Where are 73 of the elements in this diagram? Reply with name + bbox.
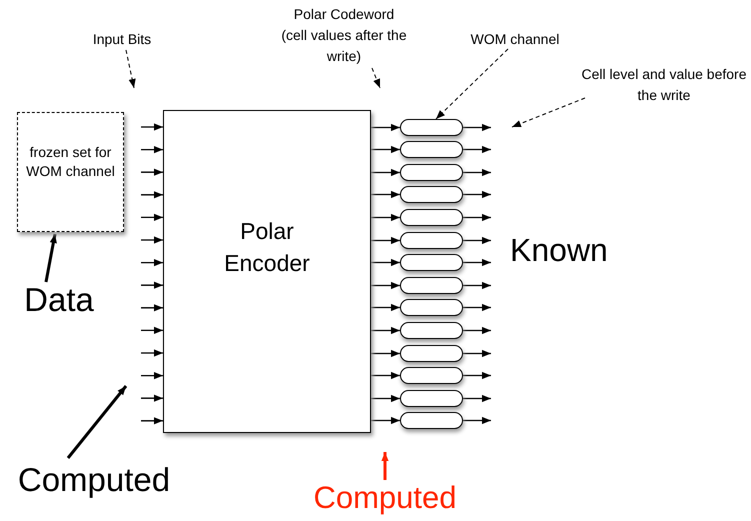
leader-arrow xyxy=(512,98,586,128)
arrow xyxy=(371,416,400,424)
channel-cell xyxy=(400,299,463,316)
channel-cell xyxy=(400,412,463,429)
leader-arrow xyxy=(372,68,380,88)
frozen-set-box: frozen set for WOM channel xyxy=(17,112,124,232)
annotation-text: Polar Codeword (cell values after the write) xyxy=(280,4,408,68)
arrow xyxy=(463,304,491,312)
encoder-block: Polar Encoder xyxy=(163,110,371,433)
channel-cell xyxy=(400,141,463,158)
annotation-text: Data xyxy=(14,278,104,322)
arrow xyxy=(371,190,400,198)
arrow xyxy=(371,168,400,176)
arrow xyxy=(463,190,491,198)
arrow xyxy=(66,385,128,459)
arrow xyxy=(463,350,491,358)
arrow xyxy=(141,372,163,380)
arrow xyxy=(463,394,491,402)
arrow xyxy=(141,123,163,131)
channel-cell xyxy=(400,322,463,339)
arrow xyxy=(141,282,163,289)
arrow xyxy=(463,214,491,222)
channel-cell xyxy=(400,390,463,407)
arrow xyxy=(463,124,491,132)
arrow xyxy=(463,168,491,176)
channel-cell xyxy=(400,209,463,226)
arrow xyxy=(141,304,163,312)
annotation-text: Computed xyxy=(6,458,182,502)
arrow xyxy=(141,394,163,402)
annotation-text: WOM channel xyxy=(452,29,578,49)
arrow xyxy=(371,304,400,312)
channel-cell xyxy=(400,119,463,136)
arrow xyxy=(141,236,163,244)
leader-arrow xyxy=(126,50,136,88)
arrow xyxy=(371,258,400,266)
arrow xyxy=(371,236,400,244)
channel-cell xyxy=(400,367,463,384)
arrow xyxy=(141,349,163,357)
annotation-text: Input Bits xyxy=(82,29,162,49)
arrow xyxy=(141,146,163,154)
arrow xyxy=(463,236,491,244)
arrow xyxy=(381,452,389,480)
arrow xyxy=(141,214,163,221)
annotation-text: Known xyxy=(510,232,608,269)
arrow xyxy=(463,416,491,424)
arrow xyxy=(141,168,163,176)
channel-cell xyxy=(400,277,463,294)
arrow xyxy=(141,191,163,198)
arrow xyxy=(371,350,400,358)
arrow xyxy=(141,259,163,266)
arrow xyxy=(463,146,491,154)
arrow xyxy=(141,326,163,334)
arrow xyxy=(371,282,400,290)
channel-cell xyxy=(400,164,463,181)
arrow xyxy=(463,258,491,266)
arrow xyxy=(463,326,491,334)
channel-cell xyxy=(400,232,463,249)
channel-cell xyxy=(400,254,463,271)
arrow xyxy=(463,282,491,290)
arrow xyxy=(463,372,491,380)
arrow xyxy=(371,124,400,132)
arrow xyxy=(371,214,400,222)
arrow xyxy=(371,394,400,402)
arrow xyxy=(371,326,400,334)
arrow xyxy=(44,234,57,282)
channel-cell xyxy=(400,345,463,362)
arrow xyxy=(141,417,163,424)
annotation-text: Computed xyxy=(297,479,473,517)
channel-cell xyxy=(400,186,463,203)
leader-arrow xyxy=(436,48,508,120)
arrow xyxy=(371,146,400,154)
arrow xyxy=(371,372,400,380)
annotation-text: Cell level and value before the write xyxy=(580,64,748,108)
